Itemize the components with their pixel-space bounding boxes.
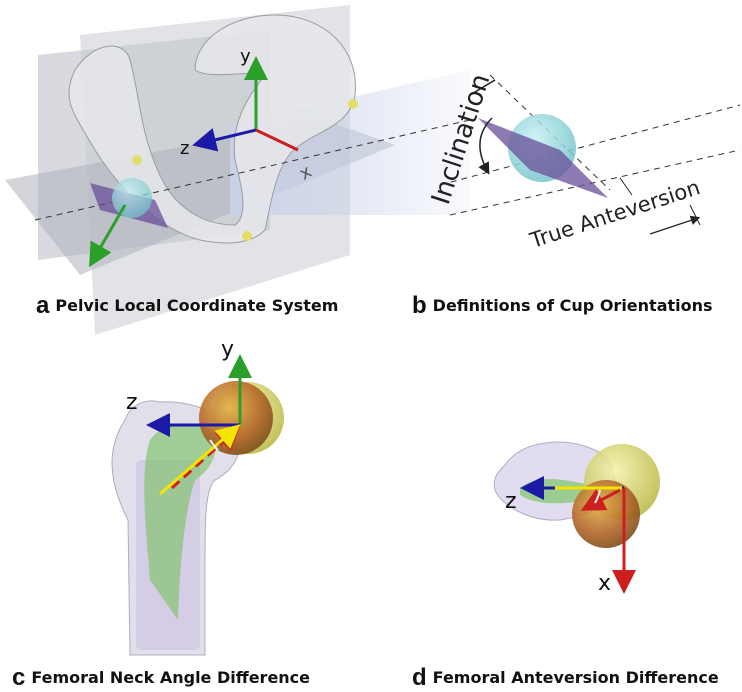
neck-axis-yellow [159,424,241,496]
caption-text-a: Pelvic Local Coordinate System [55,296,339,315]
axis-label-z-d: z [505,489,517,514]
pelvis-dashed-line [34,119,471,221]
inclination-ref-line [469,79,496,96]
axis-label-z-c: z [126,390,138,415]
panel-d-illustration: z x [493,441,660,596]
reference-dashed-line-3 [449,149,741,216]
femoral-implant-stem [144,423,217,620]
axis-label-z-a: z [180,138,189,159]
femoral-head-top-orange [572,480,640,548]
reference-dashed-line-1 [439,104,741,186]
panel-a-illustration: y z x [5,5,471,335]
cup-opening-plane [478,118,608,198]
caption-panel-b: b Definitions of Cup Orientations [412,292,713,320]
pelvis-x-axis [255,128,299,152]
panel-letter-a: a [36,292,50,319]
panel-letter-b: b [412,292,427,319]
panel-letter-c: c [12,664,26,691]
landmark-asis-right [348,99,358,109]
inclination-arc [478,117,493,175]
reference-dashed-line-2 [489,74,611,191]
axis-label-y-c: y [221,337,234,362]
cup-normal-axis [88,204,127,268]
pelvis-z-axis [192,128,257,152]
landmark-pubic [242,231,252,241]
caption-text-d: Femoral Anteversion Difference [432,668,719,687]
caption-panel-a: a Pelvic Local Coordinate System [36,292,338,320]
anteversion-measure [649,215,701,235]
neck-angle-arc [209,439,219,451]
caption-text-b: Definitions of Cup Orientations [432,296,713,315]
landmark-asis [132,155,142,165]
panel-b-illustration: Inclination True Anteversion [426,70,741,253]
femoral-head-orange [199,381,273,455]
anteversion-tick-1 [619,177,633,196]
anteversion-angle-arc [594,489,601,504]
acetabular-cup [112,178,152,218]
axis-label-x-d: x [598,571,611,596]
anteversion-axis-red [580,488,621,511]
panel-letter-d: d [412,664,427,691]
label-true-anteversion: True Anteversion [526,175,703,253]
panel-c-illustration: y z [111,337,284,656]
caption-text-c: Femoral Neck Angle Difference [31,668,311,687]
caption-panel-c: c Femoral Neck Angle Difference [12,664,310,692]
axis-label-y-a: y [240,46,251,67]
anteversion-tick-2 [689,204,701,226]
projection-beam [230,70,470,215]
caption-panel-d: d Femoral Anteversion Difference [412,664,719,692]
